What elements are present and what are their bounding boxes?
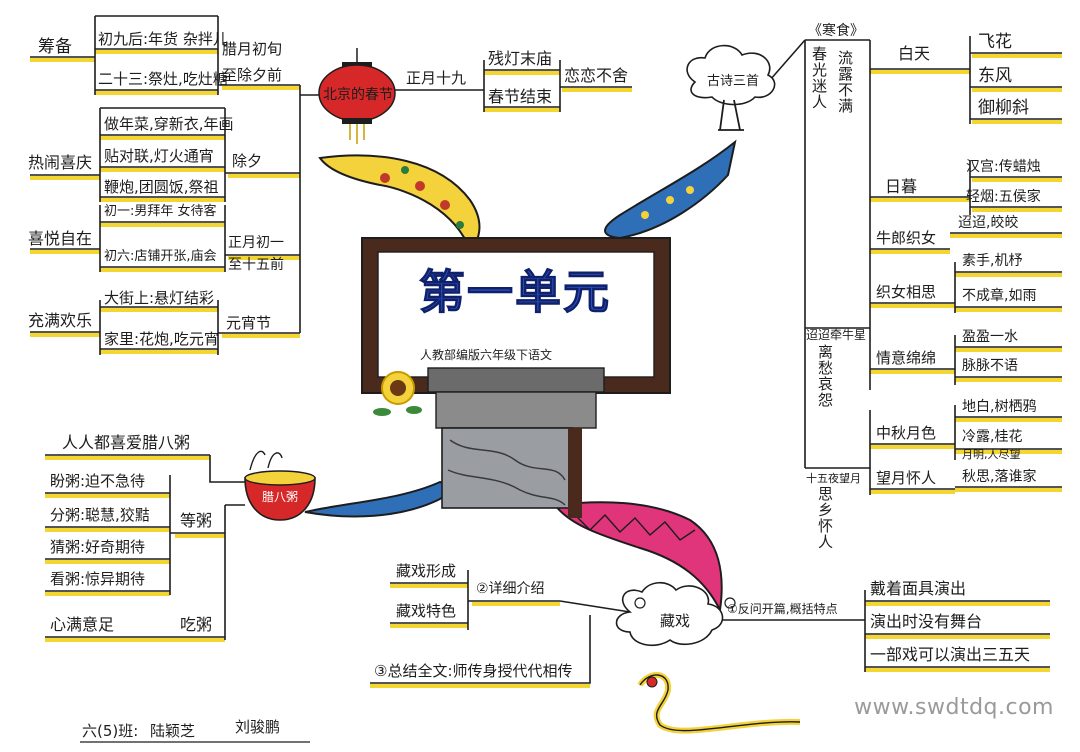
beijing-joy-label: 喜悦自在 — [28, 229, 93, 248]
unit-title: 第一单元 — [419, 265, 611, 320]
beijing-lively-item-2: 贴对联,灯火通宵 — [104, 147, 214, 165]
shiwuye-row-1-detail-2: 冷露,桂花 — [962, 429, 1023, 445]
blackboard — [361, 237, 671, 518]
hanshi-day: 白天 — [898, 44, 931, 63]
xingxing-title: 迢迢牵牛星 — [806, 328, 867, 342]
unit-subtitle: 人教部编版六年级下语文 — [420, 348, 553, 362]
shiwuye-row-2-label: 望月怀人 — [876, 469, 937, 487]
xingxing-row-3-detail-1: 盈盈一水 — [962, 329, 1018, 345]
hanshi-day-item-1: 飞花 — [978, 32, 1012, 52]
beijing-fun-time: 元宵节 — [226, 314, 272, 332]
labazhou-wait-item-4: 看粥:惊异期待 — [50, 570, 146, 588]
labazhou-wait-label: 等粥 — [180, 511, 213, 530]
beijing-joy-time: 正月初一 至十五前 — [228, 235, 284, 273]
labazhou-wait-item-2: 分粥:聪慧,狡黠 — [50, 506, 150, 524]
beijing-lively-label: 热闹喜庆 — [28, 153, 93, 172]
zangxi-open-item-2: 演出时没有舞台 — [870, 612, 983, 631]
beijing-end-time: 正月十九 — [406, 69, 467, 87]
shiwuye-row-1-detail-3: 月明,人尽望 — [962, 448, 1021, 461]
xingxing-row-1-label: 牛郎织女 — [876, 229, 937, 247]
sunflower-icon — [373, 371, 422, 416]
labazhou-eat-item: 心满意足 — [50, 615, 115, 634]
beijing-fun-item-1: 大街上:悬灯结彩 — [104, 289, 215, 307]
labazhou-wait-item-1: 盼粥:迫不急待 — [50, 472, 146, 490]
zangxi-hub: 藏戏 — [659, 612, 690, 630]
beijing-end-item-1: 残灯末庙 — [488, 49, 553, 68]
author-2: 刘骏鹏 — [235, 718, 281, 736]
hanshi-day-item-3: 御柳斜 — [978, 98, 1029, 118]
shiwuye-row-1-label: 中秋月色 — [876, 424, 937, 442]
xingxing-row-2-label: 织女相思 — [876, 283, 937, 301]
hanshi-right: 流露不满 — [836, 50, 854, 114]
beijing-lively-item-1: 做年菜,穿新衣,年画 — [104, 115, 234, 133]
shiwuye-title: 十五夜望月 — [806, 472, 861, 485]
beijing-prep-item-1: 初九后:年货 杂拌儿 — [98, 30, 228, 48]
labazhou-hub: 腊八粥 — [261, 490, 298, 504]
zangxi-open-item-1: 戴着面具演出 — [870, 579, 967, 598]
beijing-end-feeling: 恋恋不舍 — [564, 66, 629, 85]
leaf-yellow — [318, 154, 481, 252]
beijing-joy-item-2: 初六:店铺开张,庙会 — [104, 249, 217, 264]
shiwuye-row-2-detail-1: 秋思,落谁家 — [962, 469, 1037, 485]
zangxi-detail-item-1: 藏戏形成 — [396, 562, 457, 580]
beijing-prep-time: 腊月初旬 至除夕前 — [222, 40, 283, 84]
xingxing-theme: 离愁哀怨 — [816, 344, 834, 408]
zangxi-open-label: ①反问开篇,概括特点 — [727, 602, 838, 616]
author-1: 陆颖芝 — [150, 722, 196, 740]
watermark: www.swdtdq.com — [854, 695, 1054, 720]
xingxing-row-3-label: 情意绵绵 — [876, 349, 937, 367]
beijing-fun-label: 充满欢乐 — [28, 311, 93, 330]
beijing-hub: 北京的春节 — [323, 87, 393, 103]
labazhou-wait-item-3: 猜粥:好奇期待 — [50, 538, 146, 556]
shiwuye-theme: 思乡怀人 — [816, 486, 834, 550]
xingxing-row-1-detail-1: 迢迢,皎皎 — [958, 215, 1019, 231]
beijing-lively-time: 除夕 — [232, 152, 263, 170]
hanshi-day-item-2: 东风 — [978, 66, 1012, 86]
xingxing-row-2-detail-1: 素手,机杼 — [962, 253, 1023, 269]
beijing-prep-item-2: 二十三:祭灶,吃灶糖 — [98, 70, 228, 88]
beijing-joy-item-1: 初一:男拜年 女待客 — [104, 204, 217, 219]
lantern-icon — [318, 48, 396, 144]
hanshi-left: 春光迷人 — [810, 46, 828, 110]
zangxi-open-item-3: 一部戏可以演出三五天 — [870, 645, 1031, 664]
shiwuye-row-1-detail-1: 地白,树栖鸦 — [962, 399, 1037, 415]
zangxi-summary: ③总结全文:师传身授代代相传 — [374, 662, 573, 680]
hanshi-dusk-item-1: 汉宫:传蜡烛 — [966, 159, 1041, 175]
xingxing-row-2-detail-2: 不成章,如雨 — [962, 288, 1037, 304]
beijing-fun-item-2: 家里:花炮,吃元宵 — [104, 330, 219, 348]
labazhou-top: 人人都喜爱腊八粥 — [62, 433, 191, 452]
hanshi-dusk-item-2: 轻烟:五侯家 — [966, 189, 1041, 205]
zangxi-detail-item-2: 藏戏特色 — [396, 602, 457, 620]
leaf-blue-bottom — [304, 480, 449, 518]
tree-icon — [686, 44, 776, 131]
xingxing-row-3-detail-2: 脉脉不语 — [962, 358, 1018, 374]
cloud-icon — [615, 581, 736, 647]
dragon-icon — [637, 672, 801, 734]
beijing-lively-item-3: 鞭炮,团圆饭,祭祖 — [104, 178, 219, 196]
hanshi-title: 《寒食》 — [808, 23, 864, 39]
bowl-icon — [244, 450, 316, 521]
class-label: 六(5)班: — [82, 722, 139, 740]
poems-hub: 古诗三首 — [706, 74, 759, 89]
leaf-blue-top — [604, 139, 737, 240]
hanshi-dusk: 日暮 — [885, 177, 918, 196]
labazhou-eat-label: 吃粥 — [180, 615, 213, 634]
zangxi-detail-label: ②详细介绍 — [476, 581, 545, 597]
beijing-end-item-2: 春节结束 — [488, 87, 553, 106]
beijing-prep-label: 筹备 — [38, 37, 72, 57]
